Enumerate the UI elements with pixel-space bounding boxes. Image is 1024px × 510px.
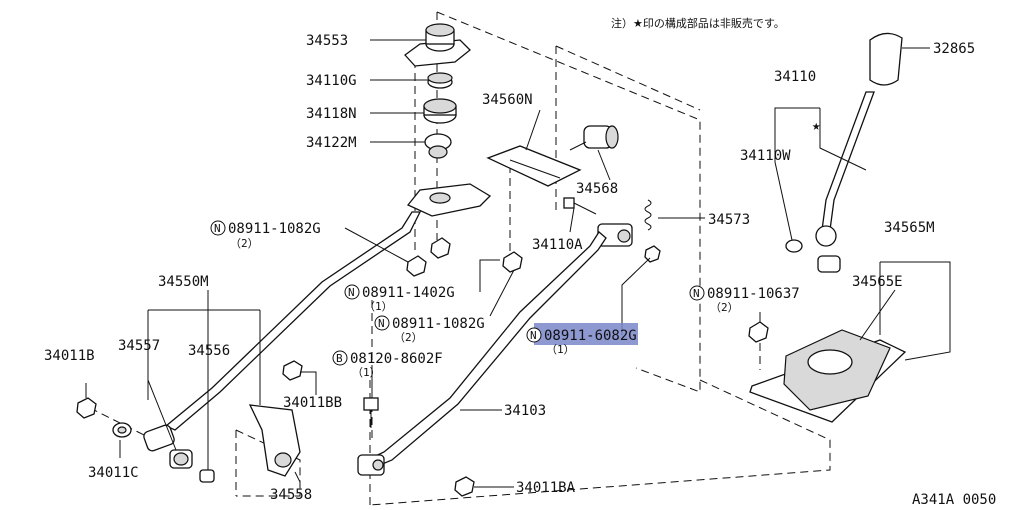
prefix-circle	[210, 220, 226, 236]
prefix-circle	[344, 284, 360, 300]
part-34568-bushing[interactable]	[569, 125, 619, 151]
svg-text:（1）: （1）	[546, 343, 575, 356]
label-34556[interactable]: 34556	[188, 343, 230, 359]
part-32865-knob[interactable]	[869, 32, 903, 86]
part-rod-end-clevis[interactable]	[357, 454, 385, 476]
svg-text:（1）: （1）	[364, 300, 393, 313]
part-nut-1082g-2[interactable]	[502, 251, 523, 273]
prefix-circle	[526, 327, 542, 343]
label-34565E[interactable]: 34565E	[852, 274, 903, 290]
svg-text:N: N	[348, 286, 355, 299]
svg-text:N: N	[214, 222, 221, 235]
svg-text:08911-1402G: 08911-1402G	[362, 285, 455, 301]
part-nut-1402g[interactable]	[430, 237, 451, 259]
part-pin[interactable]	[199, 469, 215, 483]
fastener-f3[interactable]: N 08911-1082G （2）	[374, 315, 485, 344]
part-34011C-washer[interactable]	[112, 422, 132, 438]
part-34011B-nut[interactable]	[76, 397, 97, 419]
label-34110[interactable]: 34110	[774, 69, 816, 85]
svg-text:（2）: （2）	[710, 301, 739, 314]
part-34118N-bushing[interactable]	[423, 98, 457, 124]
prefix-circle	[374, 315, 390, 331]
svg-text:08120-8602F: 08120-8602F	[350, 351, 443, 367]
part-34573-spring[interactable]	[644, 199, 652, 231]
label-34560N[interactable]: 34560N	[482, 92, 533, 108]
label-34110G[interactable]: 34110G	[306, 73, 357, 89]
part-34110W-pad[interactable]	[785, 239, 803, 253]
label-34118N[interactable]: 34118N	[306, 106, 357, 122]
svg-text:N: N	[693, 287, 700, 300]
part-34557-bushing[interactable]	[142, 424, 175, 452]
part-bolt-8602f[interactable]	[363, 397, 379, 428]
part-34122M-retainer[interactable]	[424, 133, 452, 159]
svg-text:08911-1082G: 08911-1082G	[392, 316, 485, 332]
part-34011BB-nut[interactable]	[282, 360, 303, 381]
svg-text:08911-1082G: 08911-1082G	[228, 221, 321, 237]
fastener-f6[interactable]: N 08911-10637 （2）	[689, 285, 800, 314]
label-32865[interactable]: 32865	[933, 41, 975, 57]
part-34110G-seal[interactable]	[427, 72, 453, 89]
svg-text:B: B	[336, 352, 343, 365]
label-34110W[interactable]: 34110W	[740, 148, 791, 164]
figure-code: A341A 0050	[912, 492, 996, 508]
part-34011BA-nut[interactable]	[454, 476, 475, 497]
part-nut-1082g[interactable]	[406, 255, 427, 277]
label-34565M[interactable]: 34565M	[884, 220, 935, 236]
label-34557[interactable]: 34557	[118, 338, 160, 354]
label-34558[interactable]: 34558	[270, 487, 312, 503]
part-34110A-bolt[interactable]	[563, 197, 597, 215]
label-34110A[interactable]: 34110A	[532, 237, 583, 253]
part-34550M-rod[interactable]	[164, 211, 422, 431]
fastener-f1[interactable]: N 08911-1082G （2）	[210, 220, 321, 250]
part-link-end[interactable]	[597, 223, 633, 247]
fastener-f5[interactable]: N 08911-6082G （1）	[526, 323, 638, 356]
part-nut-6082g[interactable]	[644, 245, 661, 263]
svg-text:（2）: （2）	[230, 237, 259, 250]
star-marker: ★	[812, 118, 821, 134]
part-34110-lever[interactable]	[815, 91, 875, 273]
part-34103-rod[interactable]	[360, 231, 607, 471]
part-34556-collar[interactable]	[169, 449, 193, 469]
svg-text:08911-6082G: 08911-6082G	[544, 328, 637, 344]
part-34565M-boot-plate[interactable]	[749, 329, 907, 423]
label-34550M[interactable]: 34550M	[158, 274, 209, 290]
selection-highlight	[534, 323, 638, 345]
svg-text:08911-10637: 08911-10637	[707, 286, 800, 302]
leader-lines	[85, 39, 951, 488]
svg-text:（1）: （1）	[352, 366, 381, 379]
label-34553[interactable]: 34553	[306, 33, 348, 49]
fastener-f4[interactable]: B 08120-8602F （1）	[332, 350, 443, 379]
label-34011C[interactable]: 34011C	[88, 465, 139, 481]
svg-text:（2）: （2）	[394, 331, 423, 344]
label-34573[interactable]: 34573	[708, 212, 750, 228]
part-34553-housing[interactable]	[404, 23, 471, 67]
footnote-text: 注）★印の構成部品は非販売です。	[611, 16, 785, 30]
prefix-circle	[689, 285, 705, 301]
bracket-outline	[235, 429, 301, 497]
svg-text:N: N	[530, 329, 537, 342]
svg-text:N: N	[378, 317, 385, 330]
part-34560N-mount-bracket[interactable]	[486, 145, 582, 187]
label-34568[interactable]: 34568	[576, 181, 618, 197]
label-34011BB[interactable]: 34011BB	[283, 395, 342, 411]
label-34011BA[interactable]: 34011BA	[516, 480, 576, 496]
part-labels: 34553 34110G 34118N 34122M 34560N 34568 …	[44, 33, 975, 503]
label-34103[interactable]: 34103	[504, 403, 546, 419]
label-34122M[interactable]: 34122M	[306, 135, 357, 151]
prefix-circle	[332, 350, 348, 366]
label-34011B[interactable]: 34011B	[44, 348, 95, 364]
part-34558-bracket[interactable]	[248, 404, 301, 477]
part-34110-bracket-plate[interactable]	[406, 183, 492, 217]
part-nut-10637[interactable]	[748, 321, 769, 343]
fastener-f2[interactable]: N 08911-1402G （1）	[344, 284, 455, 313]
